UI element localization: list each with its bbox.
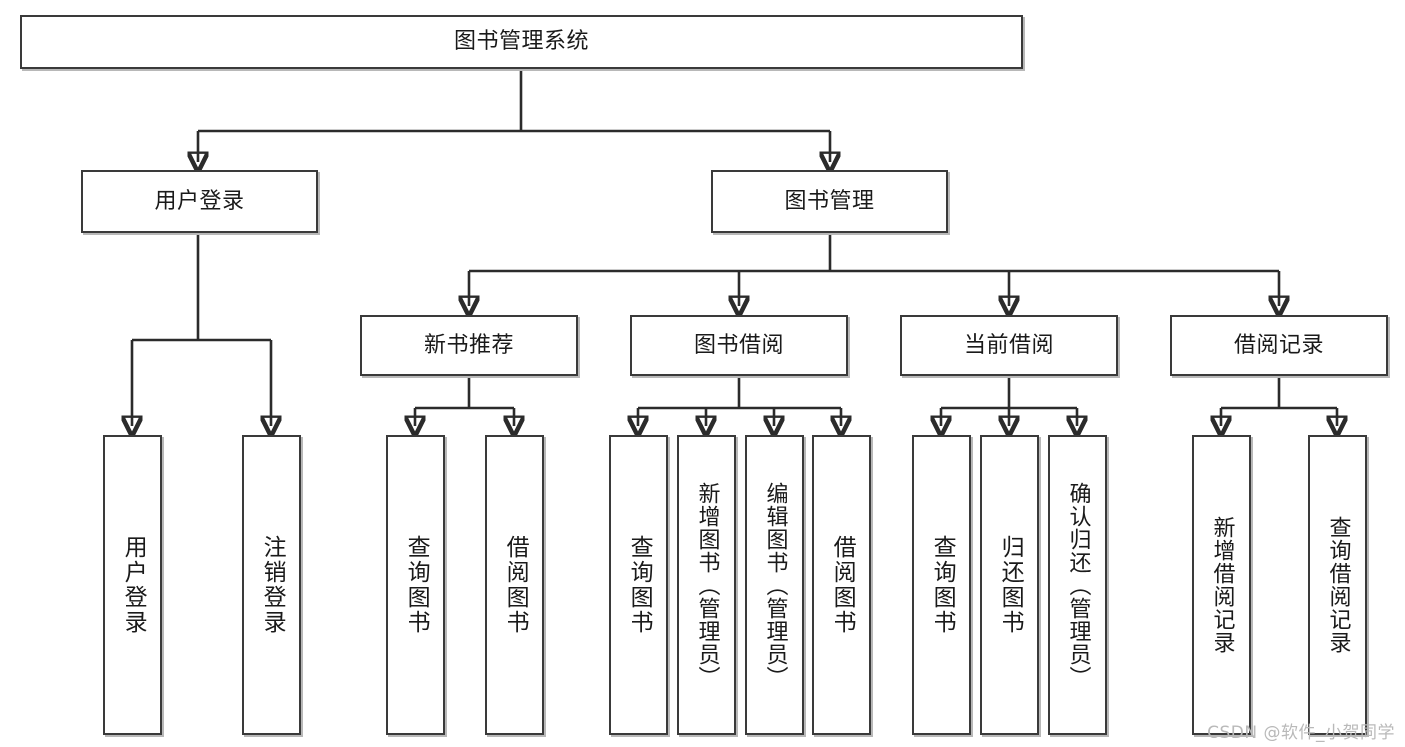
node-user-login-label: 用户登录 xyxy=(154,188,245,214)
leaf-borrow-borrow-book[interactable]: 借阅图书 xyxy=(812,435,871,735)
node-borrow-records-label: 借阅记录 xyxy=(1233,332,1324,358)
node-root-label: 图书管理系统 xyxy=(453,29,589,55)
node-current-borrow-label: 当前借阅 xyxy=(963,332,1054,358)
leaf-label: 查询图书 xyxy=(403,535,430,635)
leaf-records-add-record[interactable]: 新增借阅记录 xyxy=(1192,435,1251,735)
node-user-login[interactable]: 用户登录 xyxy=(81,170,318,233)
leaf-borrow-query-book[interactable]: 查询图书 xyxy=(609,435,668,735)
leaf-new-book-borrow[interactable]: 借阅图书 xyxy=(485,435,544,735)
leaf-label: 查询图书 xyxy=(626,535,653,635)
node-book-borrow[interactable]: 图书借阅 xyxy=(630,315,848,376)
node-new-book-recommend[interactable]: 新书推荐 xyxy=(360,315,578,376)
node-new-book-recommend-label: 新书推荐 xyxy=(423,332,514,358)
node-borrow-records[interactable]: 借阅记录 xyxy=(1170,315,1388,376)
node-current-borrow[interactable]: 当前借阅 xyxy=(900,315,1118,376)
leaf-records-query-record[interactable]: 查询借阅记录 xyxy=(1308,435,1367,735)
node-book-management-label: 图书管理 xyxy=(784,188,875,214)
watermark: CSDN @软件_小贺同学 xyxy=(1207,723,1395,743)
leaf-current-return-book[interactable]: 归还图书 xyxy=(980,435,1039,735)
leaf-label: 编辑图书（管理员） xyxy=(762,481,788,689)
leaf-label: 查询借阅记录 xyxy=(1325,516,1351,654)
leaf-user-login-logout[interactable]: 注销登录 xyxy=(242,435,301,735)
leaf-borrow-add-book-admin[interactable]: 新增图书（管理员） xyxy=(677,435,736,735)
node-book-borrow-label: 图书借阅 xyxy=(693,332,784,358)
leaf-label: 注销登录 xyxy=(259,535,286,635)
leaf-current-confirm-return-admin[interactable]: 确认归还（管理员） xyxy=(1048,435,1107,735)
leaf-borrow-edit-book-admin[interactable]: 编辑图书（管理员） xyxy=(745,435,804,735)
leaf-label: 用户登录 xyxy=(120,535,147,635)
leaf-label: 新增借阅记录 xyxy=(1209,516,1235,654)
leaf-user-login-login[interactable]: 用户登录 xyxy=(103,435,162,735)
leaf-label: 新增图书（管理员） xyxy=(694,481,720,689)
leaf-current-query-book[interactable]: 查询图书 xyxy=(912,435,971,735)
leaf-label: 借阅图书 xyxy=(829,535,856,635)
leaf-new-book-query[interactable]: 查询图书 xyxy=(386,435,445,735)
node-book-management[interactable]: 图书管理 xyxy=(711,170,948,233)
leaf-label: 归还图书 xyxy=(997,535,1024,635)
node-root[interactable]: 图书管理系统 xyxy=(20,15,1023,69)
leaf-label: 确认归还（管理员） xyxy=(1065,481,1091,689)
leaf-label: 查询图书 xyxy=(929,535,956,635)
leaf-label: 借阅图书 xyxy=(502,535,529,635)
